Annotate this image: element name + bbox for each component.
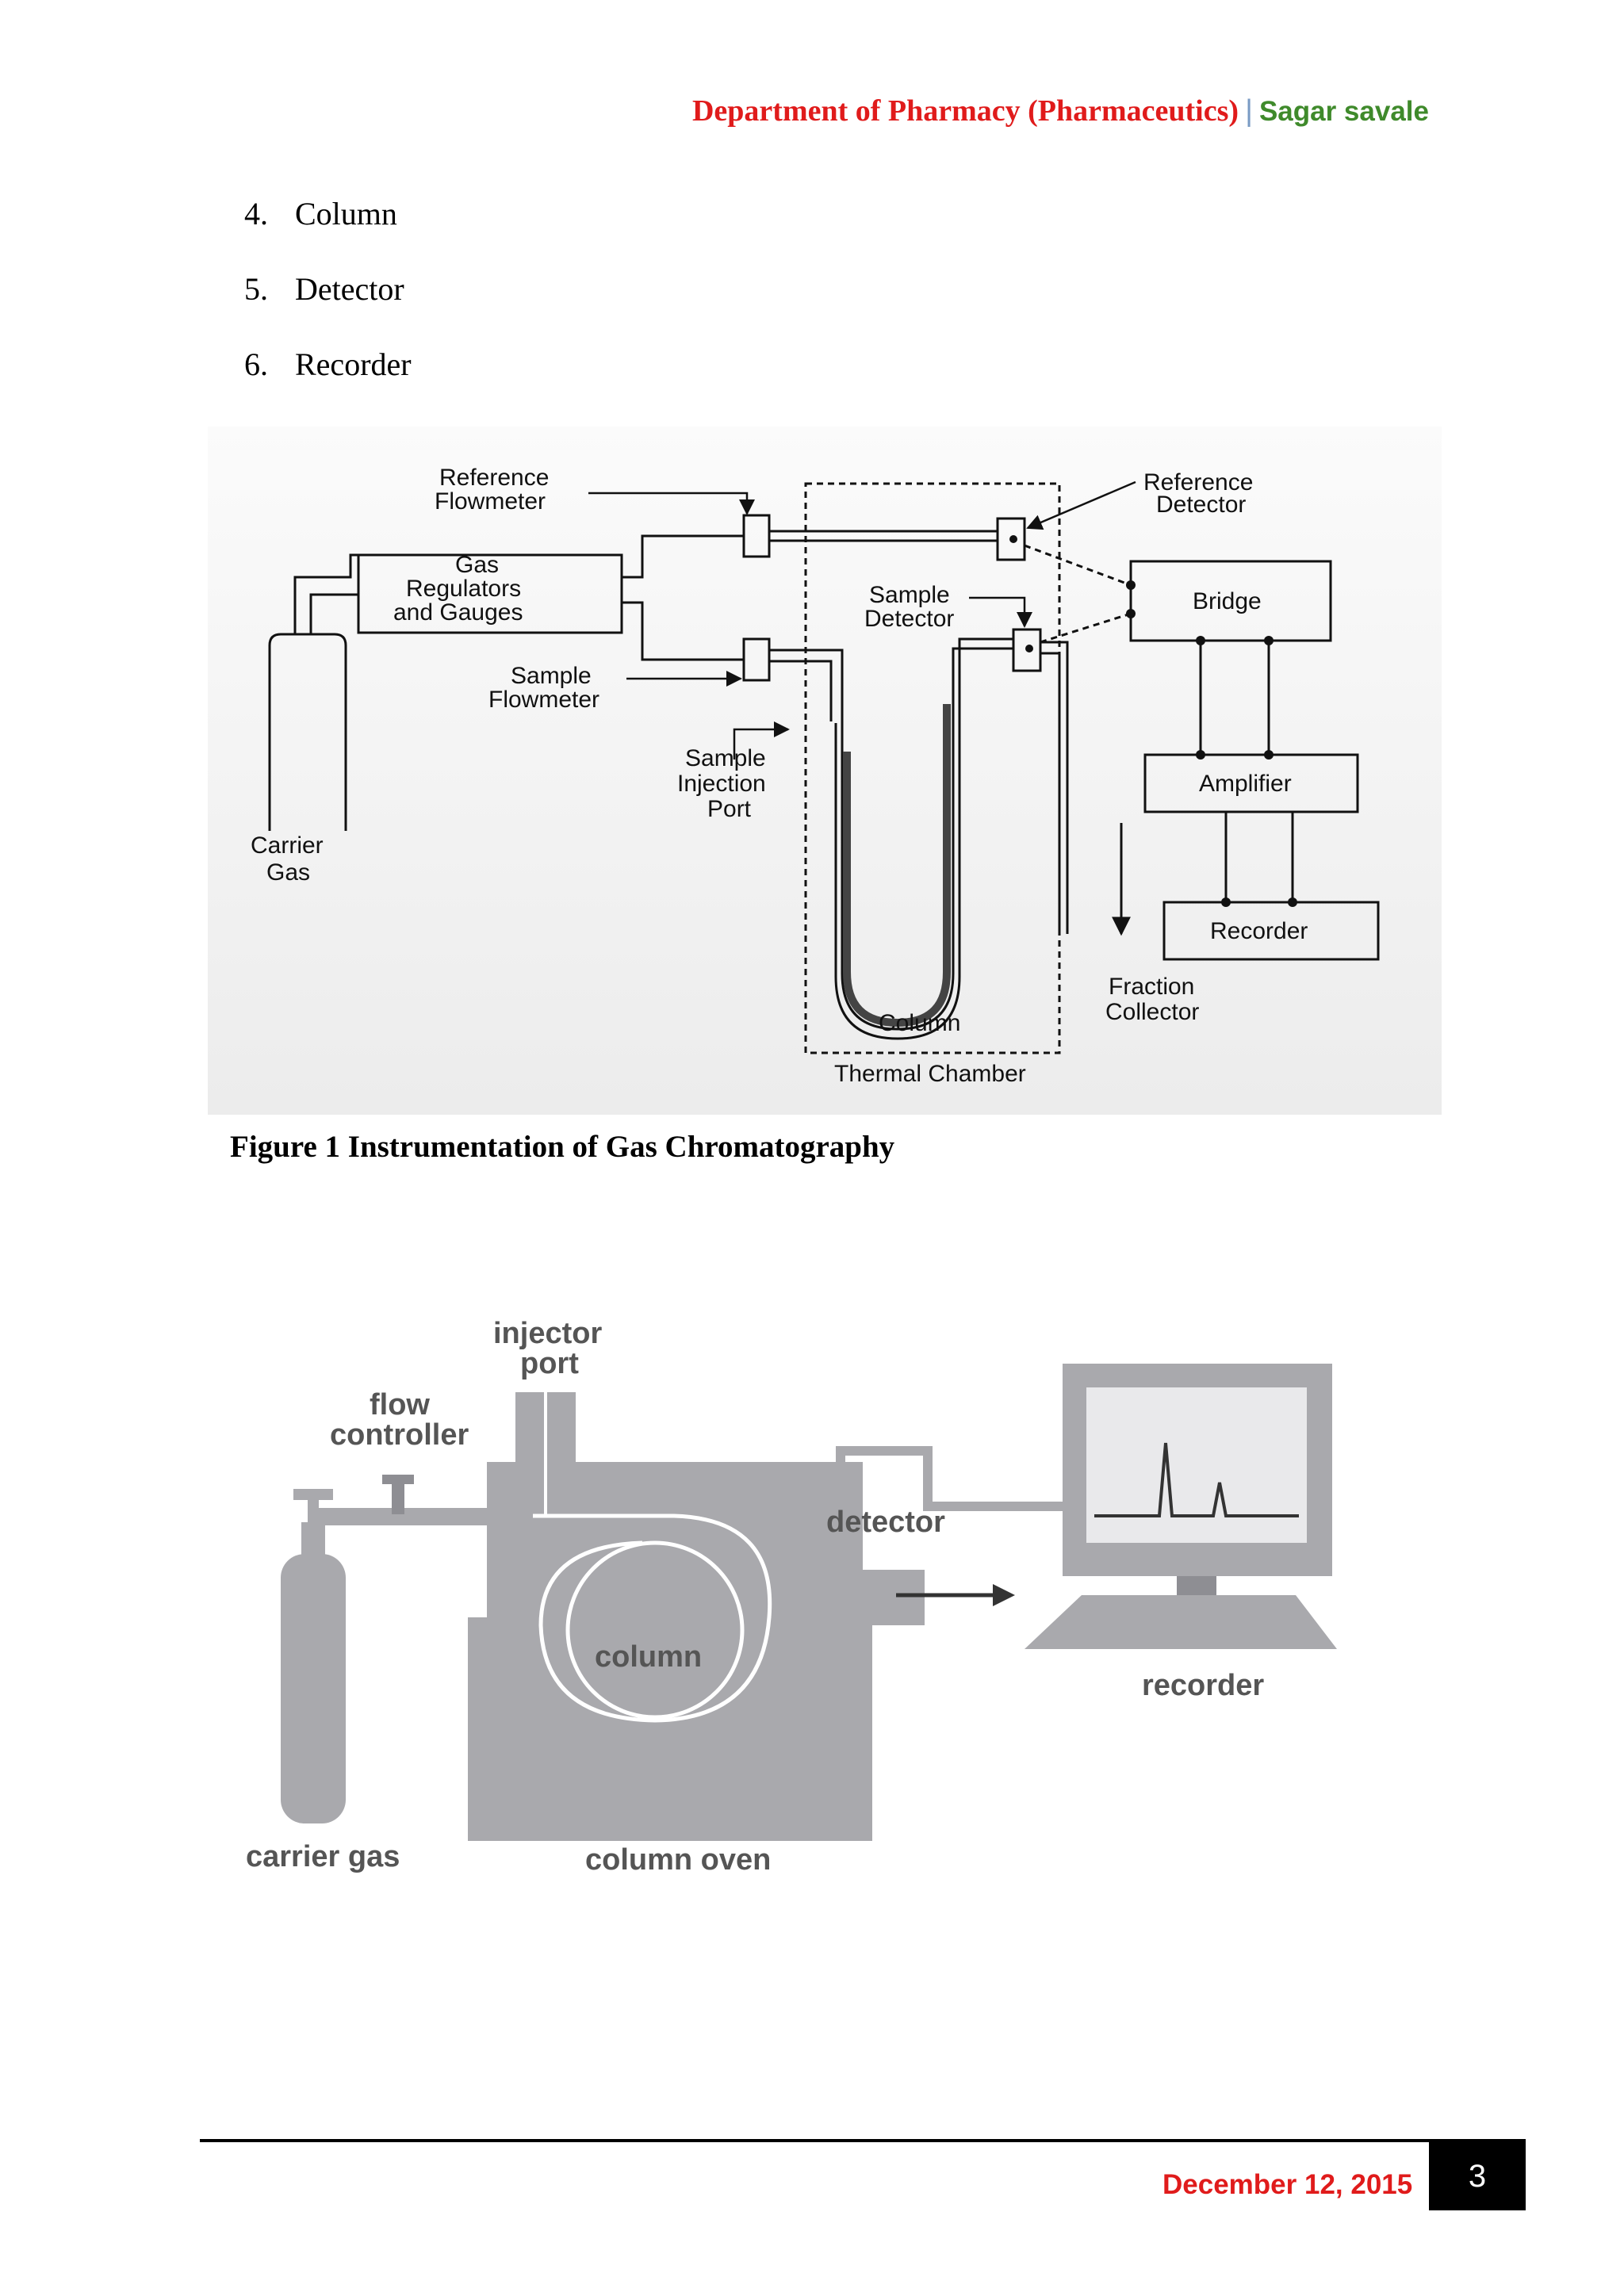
reference-flowmeter xyxy=(742,514,771,558)
list-number: 5. xyxy=(244,271,268,307)
label-fraction-collector: Collector xyxy=(1105,999,1199,1025)
label-injector-port: injector xyxy=(493,1317,602,1350)
page-number: 3 xyxy=(1429,2142,1526,2210)
column-coil xyxy=(565,1540,745,1720)
label-reference-detector: Reference xyxy=(1143,469,1253,496)
component-list: 4. Column 5. Detector 6. Recorder xyxy=(244,195,412,421)
recorder-screen xyxy=(1086,1387,1307,1543)
running-header: Department of Pharmacy (Pharmaceutics)|S… xyxy=(692,94,1429,128)
column-tube xyxy=(841,656,955,1031)
label-gas-regulators: and Gauges xyxy=(393,599,523,626)
list-text: Detector xyxy=(295,271,404,307)
label-fraction-collector: Fraction xyxy=(1109,974,1194,1000)
gc-pictorial-figure: injector port flow controller detector c… xyxy=(246,1317,1337,1877)
list-number: 6. xyxy=(244,346,268,382)
label-carrier-gas: carrier gas xyxy=(246,1840,400,1873)
carrier-gas-cylinder xyxy=(268,633,347,831)
list-text: Column xyxy=(295,196,397,232)
label-sample-flowmeter: Sample xyxy=(511,663,592,689)
list-item: 5. Detector xyxy=(244,270,412,346)
label-flow-controller: controller xyxy=(330,1418,469,1452)
label-sample-injection-port: Sample xyxy=(685,745,766,771)
list-number: 4. xyxy=(244,196,268,232)
label-recorder: recorder xyxy=(1142,1669,1264,1702)
label-reference-detector: Detector xyxy=(1156,492,1246,518)
list-item: 6. Recorder xyxy=(244,346,412,421)
recorder-box xyxy=(1162,901,1380,961)
label-sample-flowmeter: Flowmeter xyxy=(488,687,599,713)
label-carrier-gas: Gas xyxy=(266,859,310,886)
carrier-gas-cylinder xyxy=(281,1554,346,1823)
label-amplifier: Amplifier xyxy=(1199,771,1292,797)
footer-rule xyxy=(200,2139,1526,2142)
footer-date: December 12, 2015 xyxy=(1162,2169,1413,2200)
thermal-chamber-outline xyxy=(804,482,1061,1054)
label-sample-injection-port: Injection xyxy=(677,771,766,797)
detector-unit xyxy=(848,1570,925,1625)
department-name: Department of Pharmacy (Pharmaceutics) xyxy=(691,94,1239,128)
author-name: Sagar savale xyxy=(1258,96,1429,127)
flow-controller-valve xyxy=(382,1475,414,1484)
gc-schematic-figure: Reference Flowmeter Gas Regulators and G… xyxy=(208,427,1442,1115)
label-gas-regulators: Gas xyxy=(455,552,499,578)
label-bridge: Bridge xyxy=(1193,588,1262,614)
label-column: Column xyxy=(879,1010,960,1036)
label-gas-regulators: Regulators xyxy=(406,576,521,602)
label-detector: detector xyxy=(826,1506,945,1539)
label-thermal-chamber: Thermal Chamber xyxy=(834,1061,1026,1087)
label-sample-detector: Sample xyxy=(869,582,950,608)
label-sample-injection-port: Port xyxy=(707,796,752,822)
label-reference-flowmeter: Reference xyxy=(439,465,549,491)
header-separator: | xyxy=(1245,94,1253,128)
label-column-oven: column oven xyxy=(585,1843,771,1877)
bridge-box xyxy=(1129,560,1332,642)
label-flow-controller: flow xyxy=(370,1388,430,1422)
figure-caption: Figure 1 Instrumentation of Gas Chromato… xyxy=(230,1130,895,1164)
recorder-keyboard xyxy=(1025,1595,1337,1649)
label-column: column xyxy=(595,1640,702,1674)
gas-regulators-box xyxy=(357,553,623,634)
reference-detector xyxy=(996,517,1026,561)
label-recorder: Recorder xyxy=(1210,918,1308,944)
column-oven xyxy=(487,1462,863,1841)
label-injector-port: port xyxy=(520,1347,579,1380)
label-carrier-gas: Carrier xyxy=(251,832,324,859)
chromatogram-trace xyxy=(1094,1442,1299,1517)
sample-detector xyxy=(1012,628,1042,672)
label-sample-detector: Detector xyxy=(864,606,954,632)
list-item: 4. Column xyxy=(244,195,412,270)
sample-flowmeter xyxy=(742,637,771,682)
list-text: Recorder xyxy=(295,346,412,382)
label-reference-flowmeter: Flowmeter xyxy=(435,488,546,515)
amplifier-box xyxy=(1143,753,1359,813)
